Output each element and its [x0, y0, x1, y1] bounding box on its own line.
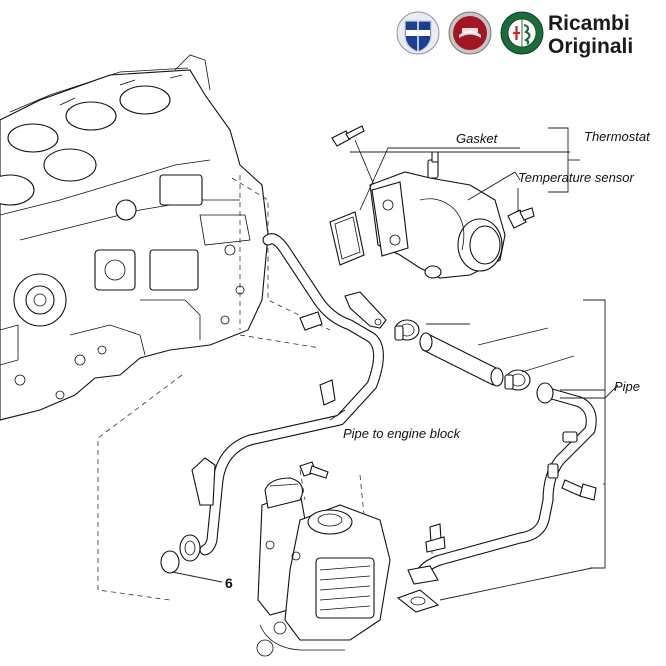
thermostat-housing — [369, 151, 506, 279]
brand-header: Ricambi Originali — [396, 8, 658, 60]
oil-filter-module — [256, 477, 391, 657]
gasket-part — [329, 211, 365, 266]
alfa-romeo-badge-icon — [500, 11, 544, 55]
label-thermostat: Thermostat — [584, 129, 651, 144]
brand-wordmark: Ricambi Originali — [548, 12, 633, 58]
oil-filter-bolt — [299, 461, 329, 479]
rubber-hose — [419, 332, 504, 387]
thermostat-bolt — [331, 125, 365, 147]
label-reference-number: 6 — [225, 575, 233, 591]
label-pipe: Pipe — [614, 379, 640, 394]
brand-line-1: Ricambi — [548, 12, 630, 35]
label-pipe-to-engine-block: Pipe to engine block — [343, 426, 462, 441]
pipe-bolt-right — [561, 479, 597, 501]
hose-clamp-lower — [504, 369, 531, 391]
label-gasket: Gasket — [456, 131, 499, 146]
pipe-bolt-lower — [425, 523, 446, 553]
pipe-to-engine-block — [179, 233, 387, 562]
temperature-sensor-part — [507, 207, 535, 229]
coolant-pipe-right — [407, 382, 597, 585]
engine-block — [0, 54, 269, 421]
o-ring-part — [160, 550, 180, 574]
flange-gasket — [396, 589, 440, 613]
hose-clamp-upper — [394, 319, 420, 341]
label-temperature-sensor: Temperature sensor — [518, 170, 635, 185]
fiat-badge-icon — [448, 11, 492, 55]
brand-line-2: Originali — [548, 35, 634, 58]
lancia-shield-icon — [396, 11, 440, 55]
